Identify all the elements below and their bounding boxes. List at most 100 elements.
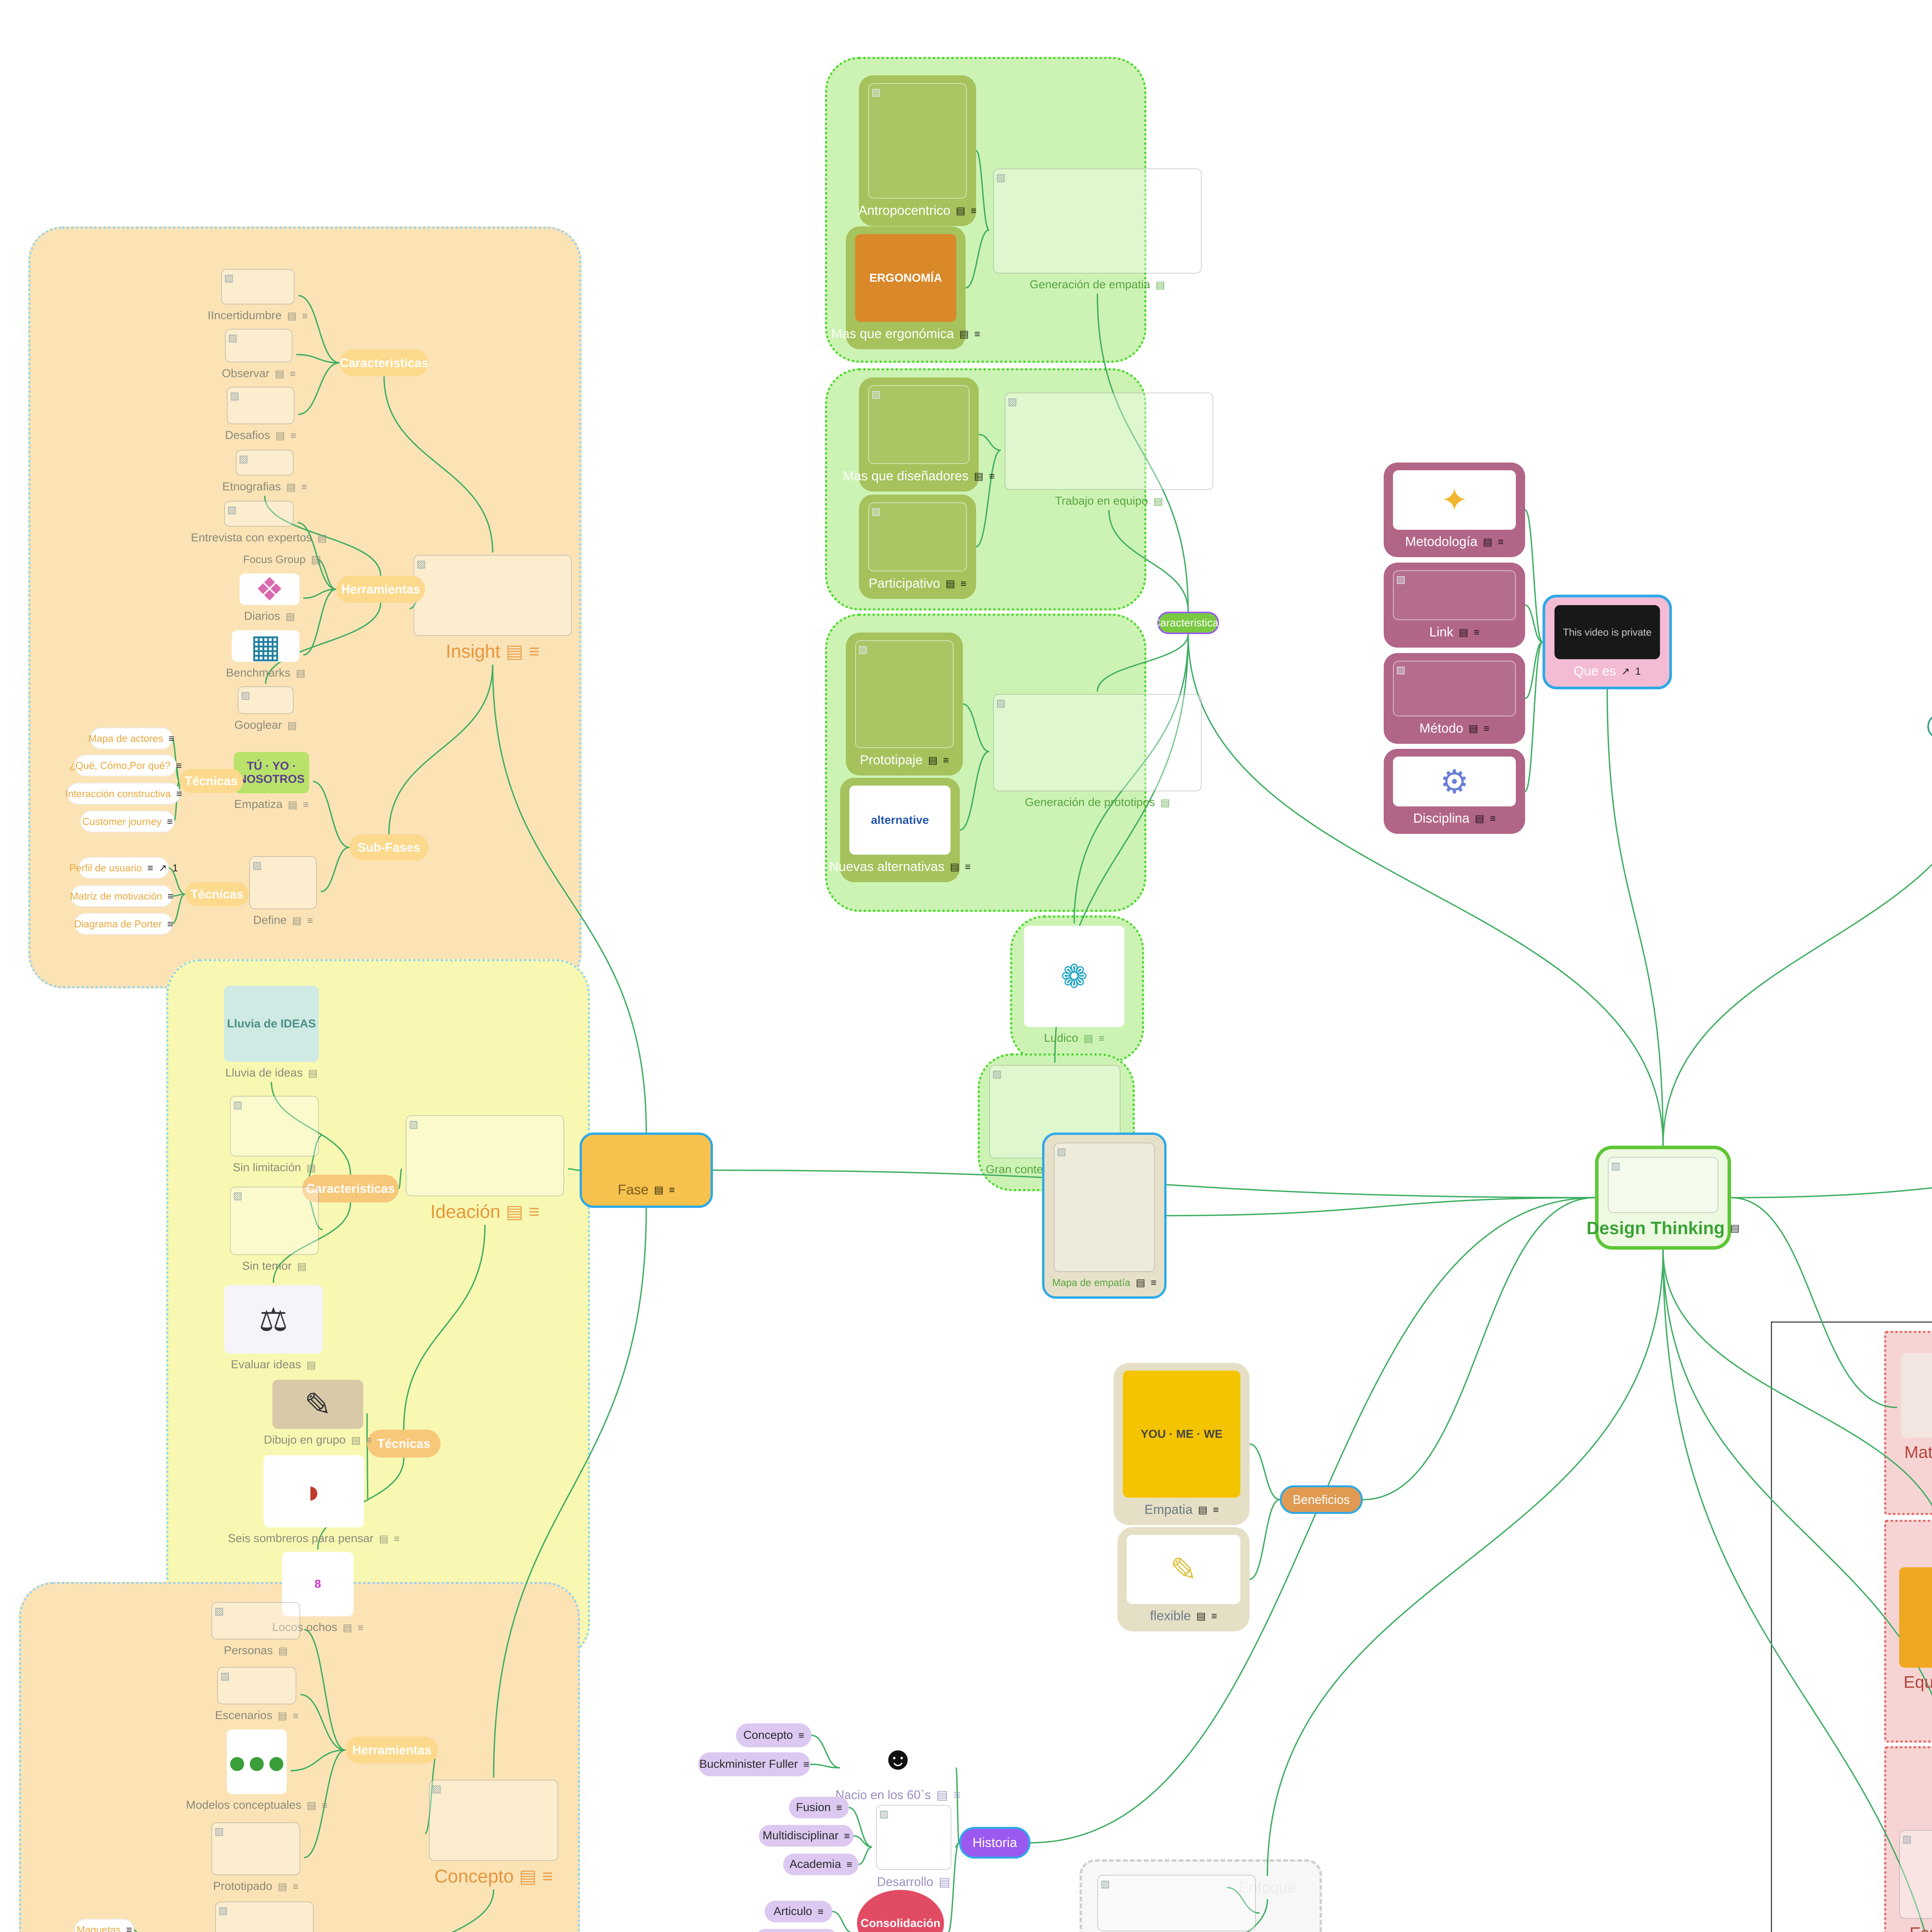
image-icon[interactable]: ▤ — [306, 1799, 316, 1811]
note-icon[interactable]: ≡ — [168, 732, 175, 744]
note-icon[interactable]: ≡ — [943, 754, 949, 766]
materiales-item-topic[interactable]: ✎✄Materiales▤≡ — [1897, 1350, 1932, 1464]
note-icon[interactable]: ≡ — [167, 890, 173, 902]
image-icon[interactable]: ▤ — [351, 1434, 361, 1446]
diarios-topic[interactable]: ❖Diarios▤ — [236, 571, 303, 625]
image-icon[interactable]: ▤ — [342, 1621, 352, 1633]
link-n-topic[interactable]: ▨Link▤≡ — [1384, 563, 1525, 648]
link-icon[interactable]: ↗ — [158, 862, 167, 874]
note-icon[interactable]: ≡ — [303, 798, 309, 810]
center-topic[interactable]: ▨Design Thinking▤ — [1587, 1146, 1740, 1250]
image-icon[interactable]: ▤ — [939, 1875, 951, 1889]
modelos-topic[interactable]: ●●●Modelos conceptuales▤≡ — [186, 1727, 328, 1814]
fusion-pill-topic[interactable]: Fusion≡ — [789, 1797, 849, 1818]
note-icon[interactable]: ≡ — [293, 1709, 299, 1721]
sin-limitacion-topic[interactable]: ▨Sin limitación▤ — [226, 1094, 323, 1177]
equipo-item-topic[interactable]: ✦Equipo▤≡ — [1895, 1565, 1932, 1694]
entrevista-topic[interactable]: ▨Entrevista con expertos▤ — [191, 498, 327, 547]
image-icon[interactable]: ▤ — [287, 310, 297, 321]
define-topic[interactable]: ▨Define▤≡ — [245, 854, 321, 929]
wp3-topic[interactable]: Interacción constructiva≡ — [65, 784, 182, 804]
image-icon[interactable]: ▤ — [1153, 495, 1163, 507]
note-icon[interactable]: ≡ — [302, 310, 308, 321]
etnografias-topic[interactable]: ▨Etnografias▤≡ — [222, 447, 307, 496]
note-icon[interactable]: ≡ — [542, 1866, 553, 1887]
image-icon[interactable]: ▤ — [287, 719, 297, 731]
focus-topic[interactable]: Focus Group▤ — [243, 551, 321, 568]
note-icon[interactable]: ≡ — [1211, 1610, 1217, 1622]
mas-disenadores-topic[interactable]: ▨Mas que diseñadores▤≡ — [843, 378, 995, 492]
note-icon[interactable]: ≡ — [307, 914, 313, 926]
cp1-topic[interactable]: Maquetas≡ — [75, 1920, 133, 1932]
consolidacion-topic[interactable]: ConsolidaciónConsolidación▤ — [853, 1888, 948, 1932]
prototipado-topic[interactable]: ▨Prototipado▤≡ — [207, 1820, 304, 1895]
image-icon[interactable]: ▤ — [275, 429, 285, 441]
concepto-pill-h-topic[interactable]: Concepto≡ — [736, 1723, 811, 1747]
link-icon[interactable]: ↗ — [1621, 665, 1630, 677]
note-icon[interactable]: ≡ — [290, 429, 296, 441]
note-icon[interactable]: ≡ — [1483, 723, 1490, 734]
note-icon[interactable]: ≡ — [176, 787, 182, 799]
insight-item-topic[interactable]: ▨Insight▤≡ — [410, 553, 576, 665]
image-icon[interactable]: ▤ — [308, 1067, 318, 1079]
note-icon[interactable]: ≡ — [357, 1621, 364, 1633]
conv-topic[interactable]: ▨Enfoque convergente▤≡ — [1094, 1872, 1260, 1932]
wp6-topic[interactable]: Matriz de motivación≡ — [70, 886, 173, 906]
ludico-topic[interactable]: ❁Ludico▤≡ — [1020, 923, 1128, 1047]
pill-tec1-topic[interactable]: Técnicas — [179, 769, 243, 793]
sin-temor-topic[interactable]: ▨Sin temor▤ — [226, 1184, 323, 1275]
sombreros-topic[interactable]: ◗Seis sombreros para pensar▤≡ — [228, 1453, 400, 1548]
image-icon[interactable]: ▤ — [1459, 626, 1468, 638]
gen-empatia-topic[interactable]: ▨Generación de empatia▤ — [989, 166, 1206, 294]
image-icon[interactable]: ▤ — [950, 861, 960, 872]
note-icon[interactable]: ≡ — [167, 815, 173, 827]
articulo-pill-topic[interactable]: Articulo≡ — [765, 1901, 832, 1922]
escenarios-topic[interactable]: ▨Escenarios▤≡ — [213, 1665, 300, 1725]
image-icon[interactable]: ▤ — [311, 553, 321, 565]
image-icon[interactable]: ▤ — [936, 1788, 948, 1802]
image-icon[interactable]: ▤ — [297, 1260, 307, 1272]
googlear-topic[interactable]: ▨Googlear▤ — [234, 684, 298, 734]
note-icon[interactable]: ≡ — [1150, 1277, 1157, 1288]
image-icon[interactable]: ▤ — [506, 641, 524, 662]
iincert-topic[interactable]: ▨IIncertidumbre▤≡ — [207, 267, 308, 325]
image-icon[interactable]: ▤ — [654, 1184, 664, 1196]
image-icon[interactable]: ▤ — [1475, 813, 1485, 824]
image-icon[interactable]: ▤ — [1196, 1610, 1206, 1622]
metodologia-topic[interactable]: ✦Metodología▤≡ — [1384, 463, 1525, 557]
pill-car-i-topic[interactable]: Caracteristicas — [340, 349, 429, 376]
prototipa-topic[interactable]: ▨Prototipa▤≡ — [211, 1899, 318, 1932]
note-icon[interactable]: ≡ — [147, 862, 153, 874]
image-icon[interactable]: ▤ — [292, 914, 302, 926]
academia-pill-topic[interactable]: Academia≡ — [783, 1854, 859, 1875]
beneficios-pill-topic[interactable]: Beneficios — [1280, 1485, 1363, 1514]
image-icon[interactable]: ▤ — [277, 1709, 287, 1721]
image-icon[interactable]: ▤ — [928, 754, 938, 766]
image-icon[interactable]: ▤ — [285, 610, 295, 622]
wp5-topic[interactable]: Perfil de usuario≡↗1 — [69, 858, 178, 878]
note-icon[interactable]: ≡ — [321, 1799, 328, 1811]
image-icon[interactable]: ▤ — [519, 1866, 537, 1887]
note-icon[interactable]: ≡ — [126, 1923, 132, 1932]
wp4-topic[interactable]: Customer journey≡ — [81, 811, 174, 832]
prototipaje-topic[interactable]: ▨Prototipaje▤≡ — [846, 633, 963, 776]
note-icon[interactable]: ≡ — [846, 1858, 852, 1870]
note-icon[interactable]: ≡ — [529, 641, 540, 662]
pill-caract-topic[interactable]: Caracteristicas — [1152, 612, 1224, 634]
image-icon[interactable]: ▤ — [1483, 536, 1493, 548]
note-icon[interactable]: ≡ — [1490, 813, 1496, 824]
image-icon[interactable]: ▤ — [1083, 1032, 1093, 1044]
wp2-topic[interactable]: ¿Qué, Cómo,Por qué?≡ — [70, 755, 182, 776]
fase-topic[interactable]: Fase▤≡ — [580, 1133, 713, 1208]
note-icon[interactable]: ≡ — [803, 1758, 810, 1770]
pill-tec-id-topic[interactable]: Técnicas — [367, 1430, 440, 1458]
personas-topic[interactable]: ▨Personas▤ — [207, 1600, 304, 1660]
espacio-item-topic[interactable]: ▨Espacio▤≡ — [1895, 1828, 1932, 1932]
image-icon[interactable]: ▤ — [277, 1880, 287, 1892]
image-icon[interactable]: ▤ — [974, 470, 984, 482]
note-icon[interactable]: ≡ — [1213, 1504, 1219, 1515]
